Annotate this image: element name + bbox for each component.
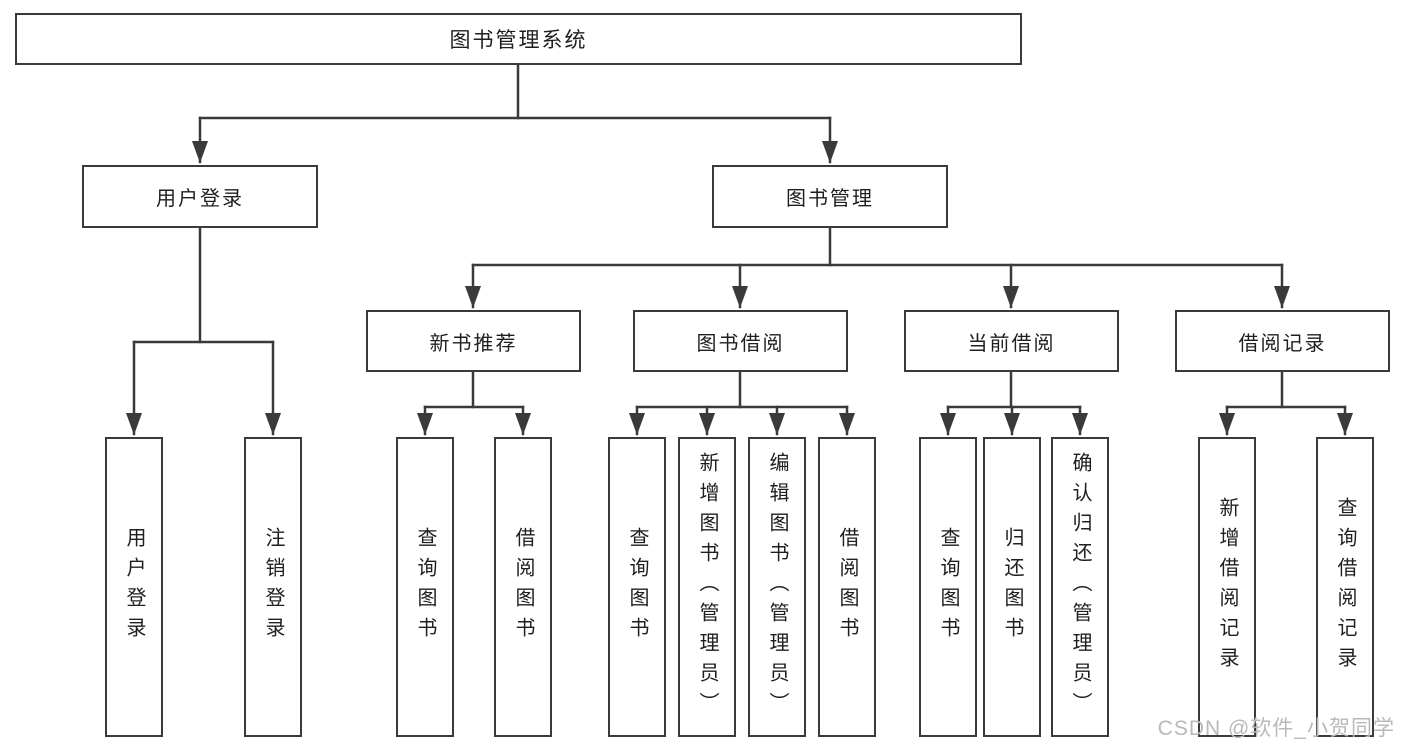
leaf-confirm-return-admin: 确认归还（管理员） (1051, 437, 1109, 737)
leaf-borrow-books: 借阅图书 (818, 437, 876, 737)
csdn-watermark: CSDN @软件_小贺同学 (1157, 717, 1395, 740)
node-user-login: 用户登录 (82, 165, 318, 228)
node-label: 查询图书 (626, 527, 648, 647)
node-library-management-system: 图书管理系统 (15, 13, 1022, 65)
leaf-query-books-borrow: 查询图书 (608, 437, 666, 737)
node-book-management: 图书管理 (712, 165, 948, 228)
leaf-add-book-admin: 新增图书（管理员） (678, 437, 736, 737)
leaf-query-books-recommend: 查询图书 (396, 437, 454, 737)
node-label: 当前借阅 (967, 332, 1056, 355)
node-label: 查询借阅记录 (1334, 497, 1356, 677)
node-label: 归还图书 (1001, 527, 1023, 647)
leaf-borrow-books-recommend: 借阅图书 (494, 437, 552, 737)
leaf-logout: 注销登录 (244, 437, 302, 737)
leaf-add-borrow-record: 新增借阅记录 (1198, 437, 1256, 737)
node-label: 借阅图书 (512, 527, 534, 647)
leaf-edit-book-admin: 编辑图书（管理员） (748, 437, 806, 737)
node-label: 借阅记录 (1238, 332, 1327, 355)
node-label: 新增借阅记录 (1216, 497, 1238, 677)
node-label: 用户登录 (156, 188, 244, 210)
node-label: 图书借阅 (696, 332, 785, 355)
leaf-query-borrow-record: 查询借阅记录 (1316, 437, 1374, 737)
node-label: 新书推荐 (429, 332, 518, 355)
node-label: 查询图书 (937, 527, 959, 647)
node-current-borrow: 当前借阅 (904, 310, 1119, 372)
leaf-return-book: 归还图书 (983, 437, 1041, 737)
leaf-user-login: 用户登录 (105, 437, 163, 737)
node-label: 图书管理系统 (449, 29, 588, 52)
node-book-borrow: 图书借阅 (633, 310, 848, 372)
node-borrow-records: 借阅记录 (1175, 310, 1390, 372)
node-label: 确认归还（管理员） (1069, 452, 1091, 722)
node-label: 图书管理 (786, 188, 874, 210)
node-label: 用户登录 (123, 527, 145, 647)
node-label: 注销登录 (262, 527, 284, 647)
node-new-book-recommend: 新书推荐 (366, 310, 581, 372)
node-label: 新增图书（管理员） (696, 452, 718, 722)
leaf-query-books-current: 查询图书 (919, 437, 977, 737)
node-label: 查询图书 (414, 527, 436, 647)
node-label: 编辑图书（管理员） (766, 452, 788, 722)
node-label: 借阅图书 (836, 527, 858, 647)
